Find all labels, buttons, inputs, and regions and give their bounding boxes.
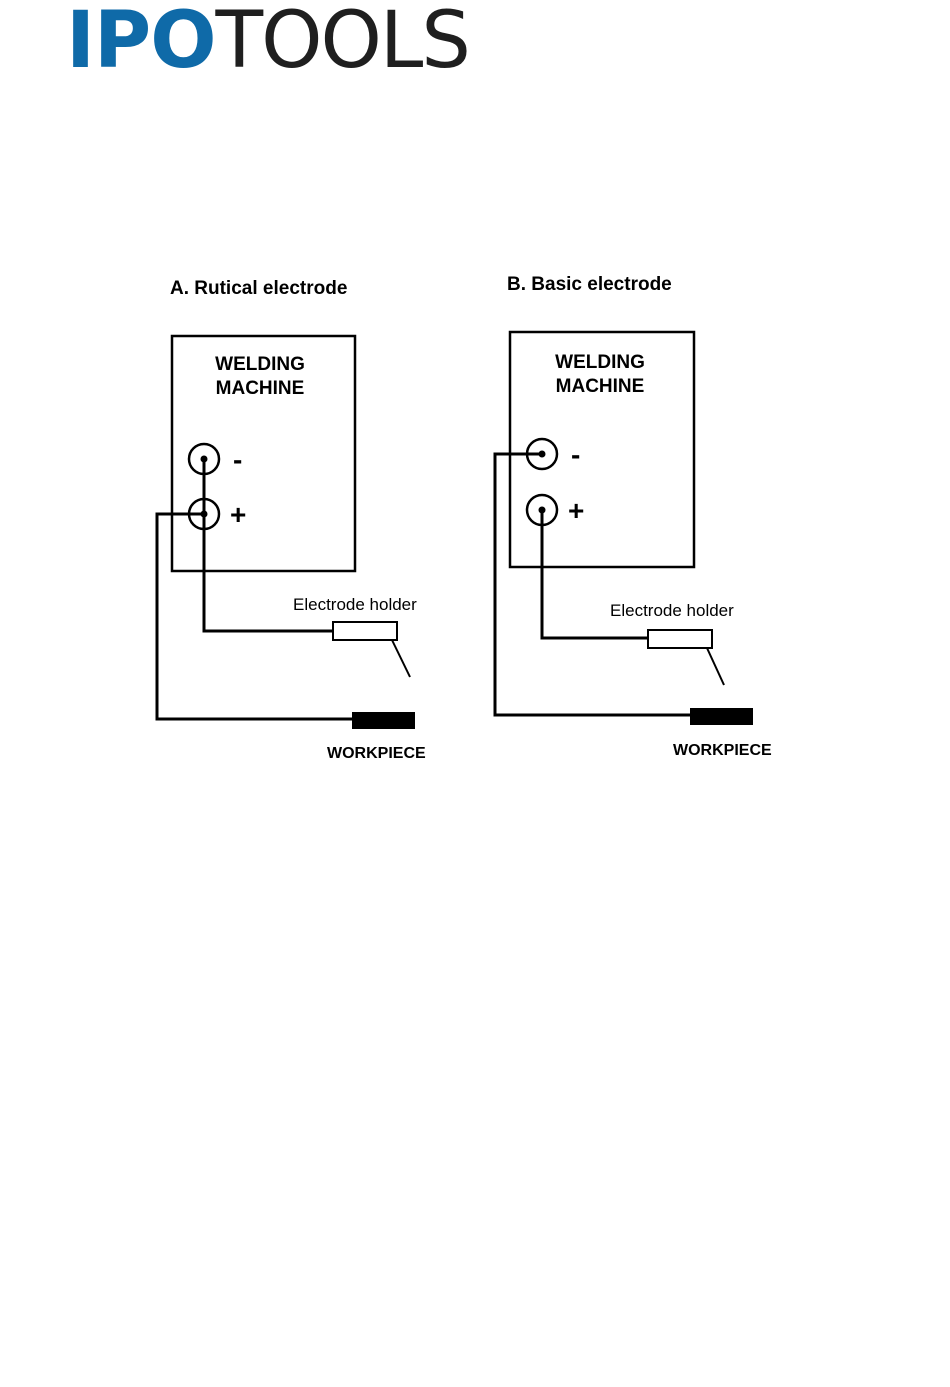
- diagram-a-minus-sign: -: [233, 444, 242, 475]
- diagram-b-workpiece-label: WORKPIECE: [673, 742, 772, 759]
- diagram-a-title: A. Rutical electrode: [170, 278, 347, 299]
- diagram-a: A. Rutical electrode WELDING MACHINE - +…: [157, 278, 426, 762]
- diagram-b-title: B. Basic electrode: [507, 274, 672, 295]
- diagram-a-holder-label: Electrode holder: [293, 595, 417, 614]
- diagram-b: B. Basic electrode WELDING MACHINE - + E…: [495, 274, 772, 759]
- diagram-a-positive-terminal-dot: [201, 511, 208, 518]
- diagram-b-electrode-holder: [648, 630, 712, 648]
- diagram-a-machine-label-line2: MACHINE: [216, 378, 305, 399]
- diagram-b-holder-label: Electrode holder: [610, 601, 734, 620]
- diagram-a-electrode-holder: [333, 622, 397, 640]
- diagram-b-positive-terminal-dot: [539, 507, 546, 514]
- diagram-a-workpiece-cable: [157, 514, 352, 719]
- diagram-b-machine-label-line1: WELDING: [555, 352, 645, 373]
- diagram-b-machine-label-line2: MACHINE: [556, 376, 645, 397]
- diagram-b-minus-sign: -: [571, 439, 580, 470]
- diagram-a-electrode-rod: [392, 640, 410, 677]
- diagram-b-plus-sign: +: [568, 495, 584, 526]
- diagram-b-workpiece-cable: [495, 454, 690, 715]
- diagram-a-negative-terminal-dot: [201, 456, 208, 463]
- diagram-b-workpiece: [690, 708, 753, 725]
- diagram-a-workpiece-label: WORKPIECE: [327, 745, 426, 762]
- diagram-b-electrode-rod: [707, 648, 724, 685]
- diagram-a-workpiece: [352, 712, 415, 729]
- diagram-b-negative-terminal-dot: [539, 451, 546, 458]
- diagram-a-machine-label-line1: WELDING: [215, 354, 305, 375]
- diagram-a-plus-sign: +: [230, 499, 246, 530]
